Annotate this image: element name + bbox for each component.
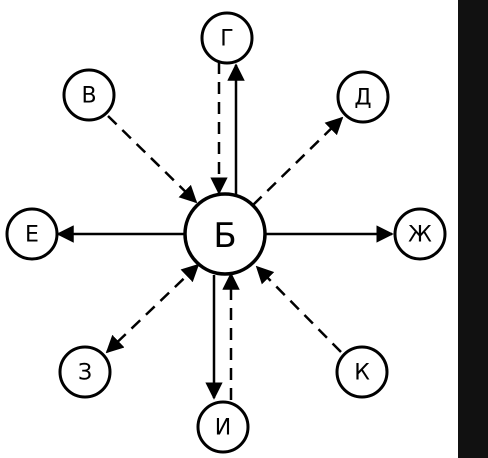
node-label-e: Е: [25, 223, 39, 248]
edge-b-z-bidirectional: [105, 263, 200, 354]
node-label-d: Д: [354, 86, 371, 111]
node-i: И: [196, 400, 250, 454]
edge-v-to-b: [107, 115, 198, 204]
center-node: Б: [183, 192, 267, 276]
node-label-i: И: [215, 416, 231, 441]
node-d: Д: [336, 70, 390, 124]
node-label-z: З: [78, 361, 92, 386]
node-label-v: В: [81, 84, 96, 109]
page-edge-shadow: [458, 0, 488, 458]
edge-b-to-d: [252, 116, 344, 206]
node-k: К: [335, 345, 389, 399]
node-v: В: [62, 68, 116, 122]
node-e: Е: [5, 207, 59, 261]
node-z: З: [58, 345, 112, 399]
center-node-label: Б: [213, 216, 236, 256]
edges: [56, 62, 394, 400]
node-label-k: К: [354, 361, 370, 386]
node-zh: Ж: [393, 207, 447, 261]
node-label-g: Г: [220, 27, 233, 52]
edge-k-to-b: [255, 265, 342, 353]
node-g: Г: [200, 11, 254, 65]
node-label-zh: Ж: [408, 223, 432, 248]
